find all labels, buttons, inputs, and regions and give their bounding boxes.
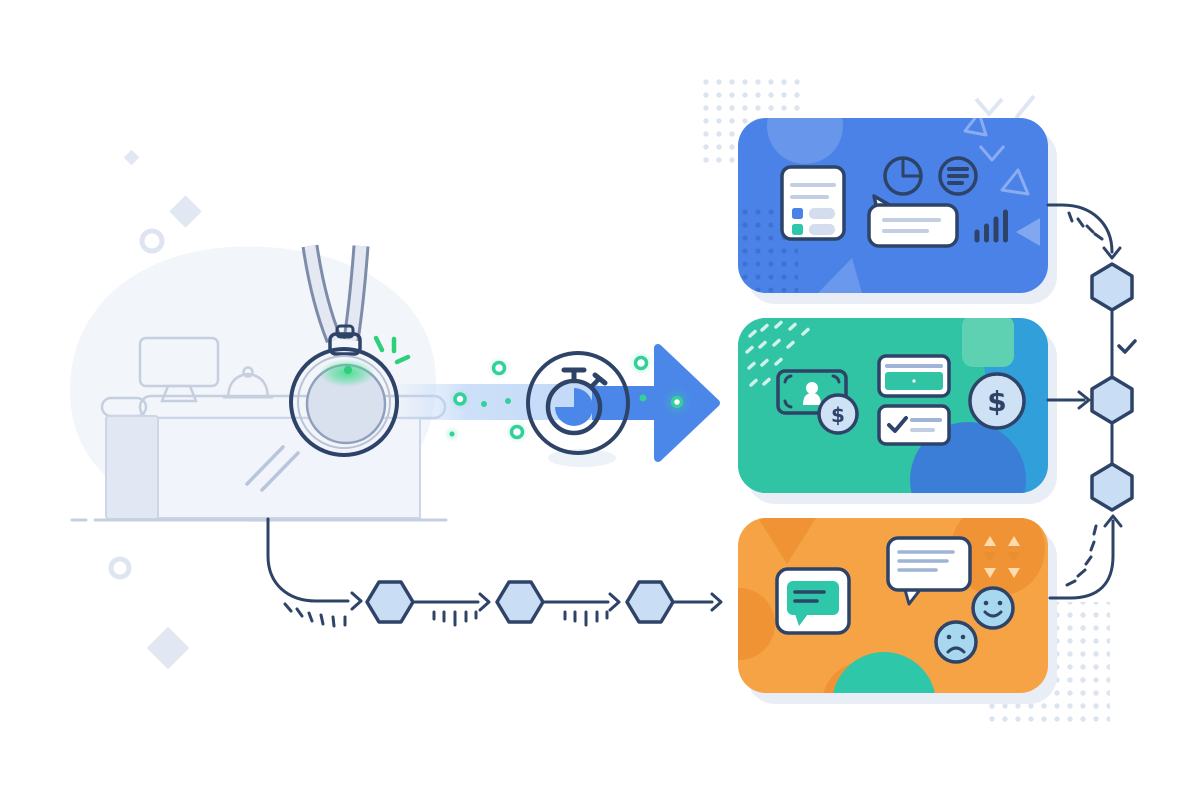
speech-lines-bubble-icon: [886, 536, 972, 606]
stopwatch-dial-fill: [555, 388, 593, 426]
card2-square-decor: [962, 318, 1014, 367]
card2-speckles: [745, 320, 810, 387]
happy-face-icon: [971, 586, 1015, 630]
card3-teal-semicircle: [832, 652, 936, 693]
dollar-coin-small-icon: $: [817, 393, 859, 435]
signal-bars-icon: [974, 209, 1008, 243]
arrowhead: [1103, 514, 1123, 528]
arrowhead: [1077, 390, 1091, 410]
banknote-icon: [776, 369, 848, 415]
feedback-card: [738, 518, 1048, 693]
arrowhead: [710, 592, 723, 612]
arrowhead: [350, 591, 363, 611]
badge-outer: [289, 347, 399, 457]
badge-clasp-tab: [335, 324, 355, 339]
menu-circle-icon: [938, 156, 978, 196]
light-chevron-decor: [974, 94, 1036, 120]
desk-front-panel: [157, 417, 421, 519]
ring-decor: [108, 228, 165, 580]
tick-set-top-curve: [1067, 211, 1104, 241]
pie-chart-icon: [883, 156, 923, 196]
arrowhead: [608, 592, 621, 612]
hexagon-step-2: [495, 580, 545, 624]
dollar-coin-large-icon: $: [968, 372, 1026, 430]
glow-dots: [444, 350, 692, 444]
hexagon-node-3: [1090, 462, 1134, 512]
document-form-icon: [780, 165, 846, 241]
desk-pedestal: [105, 415, 159, 520]
badge-led: [344, 366, 352, 374]
card3-to-node-curve: [1048, 519, 1115, 600]
green-sparkles: [373, 335, 411, 365]
speech-bubble-icon: [867, 194, 959, 248]
analytics-card: [738, 118, 1048, 293]
checklist-card-icon: [877, 404, 951, 446]
check-icon: [1117, 339, 1137, 354]
payments-card: $ $: [738, 318, 1048, 493]
bottom-flow: [266, 517, 723, 628]
card1-triangle-decor: [818, 118, 1040, 293]
stopwatch-icon: [526, 351, 630, 467]
badge-clasp: [328, 332, 362, 356]
card2-teal-blob: [738, 318, 985, 493]
hexagon-node-2: [1090, 375, 1134, 425]
arrowhead: [478, 592, 491, 612]
chat-message-card-icon: [775, 567, 851, 635]
tick-set-curve: [283, 602, 347, 628]
hexagon-step-1: [365, 580, 415, 624]
credit-card-icon: [877, 354, 951, 398]
sad-face-icon: [934, 620, 978, 664]
tick-set-bottom-curve: [1065, 524, 1098, 587]
card1-to-node-curve: [1046, 203, 1114, 254]
hexagon-step-3: [625, 580, 675, 624]
hexagon-node-1: [1090, 262, 1134, 312]
dollar-symbol-large: $: [987, 385, 1006, 418]
smart-badge: [289, 244, 411, 457]
card1-circle-decor: [767, 118, 843, 164]
stopwatch-shadow: [548, 449, 616, 467]
right-flow: [1046, 203, 1137, 600]
arrowhead: [1102, 246, 1122, 260]
desk-shine-lines: [245, 445, 300, 492]
tick-set-1: [432, 610, 478, 627]
card2-circle-decor: [910, 422, 1026, 493]
badge-rim: [297, 355, 391, 449]
desk-drop-connector: [266, 517, 350, 603]
dollar-symbol-small: $: [831, 403, 845, 427]
card3-triangle-pattern: [984, 536, 1020, 578]
tick-set-2: [563, 610, 609, 627]
